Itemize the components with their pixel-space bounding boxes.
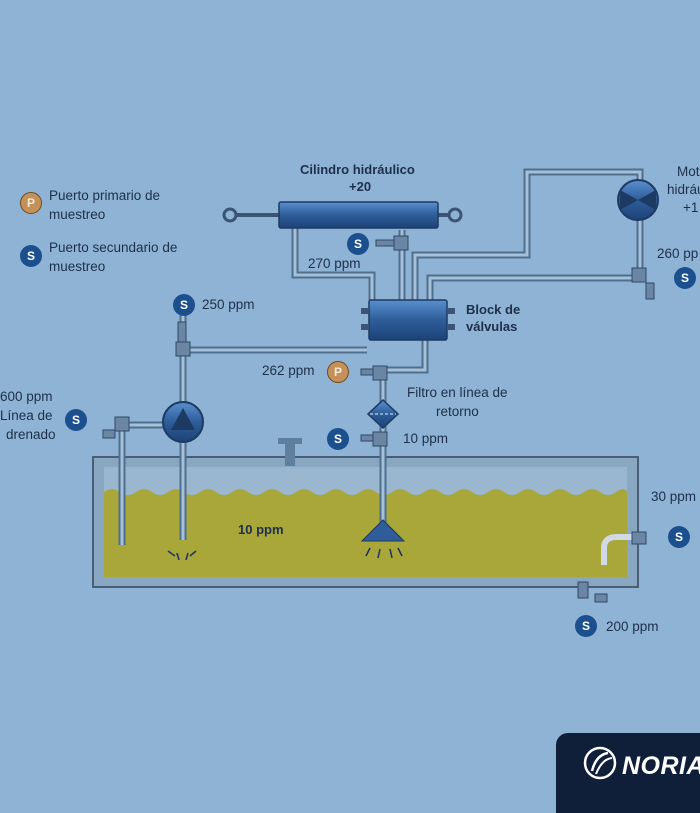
secondary-port-legend-label-1: Puerto secundario de — [49, 240, 178, 255]
filter-secondary-port-icon: S — [327, 428, 349, 450]
cylinder-title: Cilindro hidráulico — [300, 162, 415, 177]
tank-side-reading: 30 ppm — [651, 489, 697, 504]
valve-block-label-1: Block de — [466, 302, 521, 317]
return-pipe — [601, 534, 640, 565]
cylinder-subtitle: +20 — [349, 179, 372, 194]
drain-label-2: drenado — [6, 427, 56, 442]
sampling-valves — [102, 235, 655, 603]
valve-block — [361, 299, 455, 341]
cylinder-reading: 270 ppm — [308, 256, 361, 271]
pump-secondary-port-icon: S — [173, 294, 195, 316]
diffuser — [360, 519, 406, 542]
filter-reading: 10 ppm — [403, 431, 449, 446]
valve-block-label-2: válvulas — [466, 319, 518, 334]
filter-label-1: Filtro en línea de — [407, 385, 508, 400]
primary-port-legend-label-1: Puerto primario de — [49, 188, 161, 203]
primary-port-icon: P — [327, 361, 349, 383]
tank-ppm: 10 ppm — [238, 522, 284, 537]
filter-label-2: retorno — [436, 404, 479, 419]
pump-reading: 250 ppm — [202, 297, 255, 312]
logo-emblem-icon — [583, 746, 617, 780]
return-filter — [366, 398, 400, 430]
tank-bottom-reading: 200 ppm — [606, 619, 659, 634]
motor-title-1: Mot — [677, 164, 700, 179]
primary-port-legend-icon: P — [20, 192, 42, 214]
cylinder-secondary-port-icon: S — [347, 233, 369, 255]
logo-text: NORIA — [622, 752, 700, 780]
primary-port-legend-label-2: muestreo — [49, 207, 106, 222]
reservoir-tank — [92, 438, 639, 588]
motor-title-3: +1 — [683, 200, 699, 215]
drain-secondary-port-icon: S — [65, 409, 87, 431]
motor-title-2: hidráu — [667, 182, 700, 197]
motor-reading: 260 pp — [657, 246, 699, 261]
hydraulic-cylinder — [222, 201, 463, 229]
motor-secondary-port-icon: S — [674, 267, 696, 289]
drain-ppm: 600 ppm — [0, 389, 53, 404]
primary-reading: 262 ppm — [262, 363, 315, 378]
hydraulic-motor — [617, 179, 659, 221]
secondary-port-legend-icon: S — [20, 245, 42, 267]
tank-side-secondary-port-icon: S — [668, 526, 690, 548]
fluid-level — [104, 489, 627, 577]
tank-bottom-secondary-port-icon: S — [575, 615, 597, 637]
flow-arrows — [167, 547, 403, 561]
pump — [162, 401, 204, 443]
secondary-port-legend-label-2: muestreo — [49, 259, 106, 274]
drain-label-1: Línea de — [0, 408, 53, 423]
